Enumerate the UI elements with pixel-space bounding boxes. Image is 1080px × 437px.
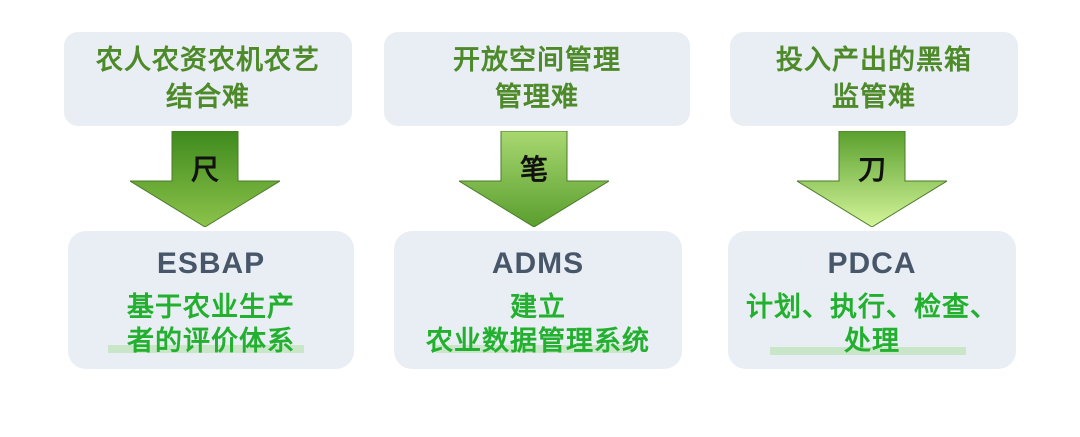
solution-box-1: ESBAP 基于农业生产 者的评价体系: [68, 231, 354, 369]
solution-title-1: ESBAP: [156, 247, 266, 280]
solution-title-2: ADMS: [491, 247, 585, 280]
column-2: 开放空间管理 管理难 笔 ADMS 建立 农业数据管理系统: [0, 0, 690, 437]
underline-3: [770, 347, 966, 355]
problem-box-3: 投入产出的黑箱 监管难: [730, 32, 1018, 126]
column-1: 农人农资农机农艺 结合难 尺 ESBAP 基于农业生产 者的评价体系: [0, 0, 354, 437]
problem-box-2: 开放空间管理 管理难: [384, 32, 690, 126]
problem-box-1: 农人农资农机农艺 结合难: [64, 32, 352, 126]
underline-2: [436, 345, 632, 353]
underline-1: [108, 345, 304, 353]
solution-title-3: PDCA: [827, 247, 917, 280]
solution-line-1: 计划、执行、检查、: [746, 292, 998, 323]
problem-line-1: 开放空间管理: [453, 45, 621, 76]
solution-box-2: ADMS 建立 农业数据管理系统: [394, 231, 682, 369]
solution-line-1: 建立: [510, 292, 566, 323]
solution-line-2: 农业数据管理系统: [426, 326, 650, 357]
tool-label-2: 笔: [520, 153, 549, 186]
problem-line-1: 农人农资农机农艺: [96, 45, 320, 76]
solution-line-2: 处理: [844, 326, 900, 357]
solution-line-1: 基于农业生产: [127, 292, 295, 323]
solution-line-2: 者的评价体系: [127, 326, 295, 357]
down-arrow-icon-1: [130, 131, 280, 227]
column-3: 投入产出的黑箱 监管难 刀 PDCA 计划、执行、检查、 处理: [0, 0, 1018, 437]
problem-line-2: 管理难: [495, 82, 579, 113]
problem-line-2: 监管难: [832, 82, 916, 113]
down-arrow-icon-3: [797, 131, 947, 227]
problem-line-1: 投入产出的黑箱: [776, 45, 972, 76]
down-arrow-icon-2: [459, 131, 609, 227]
tool-label-1: 尺: [191, 153, 220, 186]
tool-label-3: 刀: [858, 153, 887, 186]
problem-line-2: 结合难: [166, 82, 250, 113]
solution-box-3: PDCA 计划、执行、检查、 处理: [728, 231, 1016, 369]
